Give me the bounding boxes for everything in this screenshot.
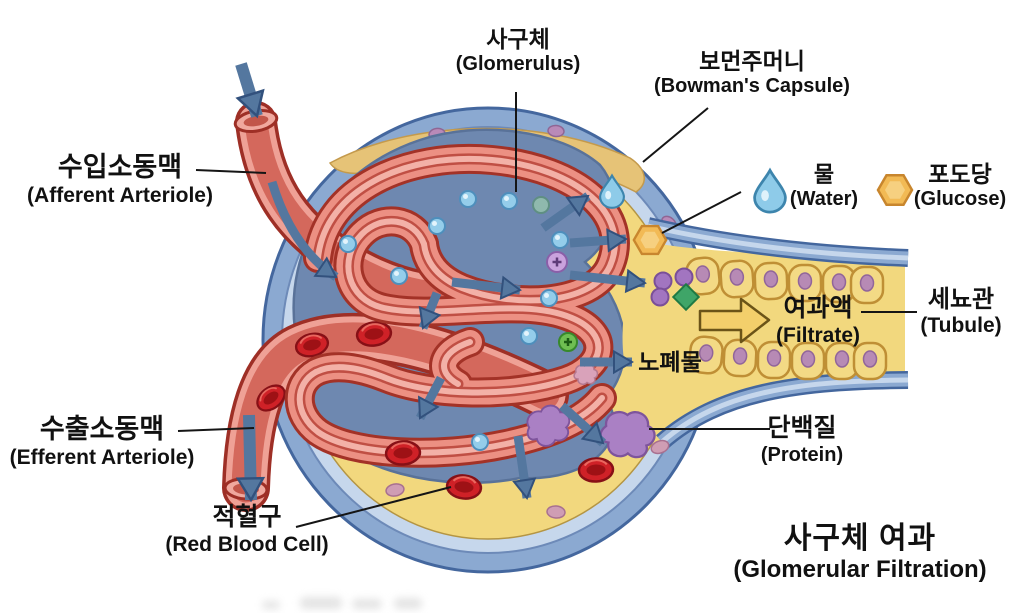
label-red-blood-cell: 적혈구 (Red Blood Cell): [165, 503, 329, 556]
watermark-smudge: [300, 597, 342, 609]
label-protein: 단백질 (Protein): [760, 414, 844, 466]
water-drop-icon: [753, 168, 787, 214]
filtration-particles: [339, 174, 701, 502]
waste-blob: [573, 363, 599, 386]
red-blood-cell: [577, 456, 615, 484]
label-bowmans-capsule: 보먼주머니 (Bowman's Capsule): [654, 48, 850, 98]
afferent-arteriole-vessel: [233, 108, 438, 293]
leader-lines: [177, 92, 917, 528]
legend-water: 물 (Water): [789, 162, 859, 210]
diagram-title: 사구체 여과 (Glomerular Filtration): [733, 522, 987, 584]
particle-diamond: [671, 282, 701, 312]
label-filtrate: 여과액 (Filtrate): [776, 294, 860, 347]
label-efferent-arteriole: 수출소동맥 (Efferent Arteriole): [9, 414, 195, 469]
watermark-smudge: [394, 598, 422, 609]
label-afferent-arteriole: 수입소동맥 (Afferent Arteriole): [27, 152, 213, 207]
label-tubule: 세뇨관 (Tubule): [920, 286, 1002, 338]
label-glomerulus: 사구체 (Glomerulus): [455, 26, 581, 76]
watermark-smudge: [262, 601, 280, 609]
filtrate-arrow: [698, 297, 771, 344]
charged-particle-icon: [558, 332, 578, 352]
particle: [532, 196, 550, 214]
legend-glucose: 포도당 (Glucose): [913, 161, 1007, 211]
red-blood-cell: [383, 439, 423, 467]
glucose-hexagon-icon: [632, 224, 668, 256]
watermark-smudge: [352, 599, 382, 609]
label-waste: 노폐물: [638, 349, 702, 375]
charged-particle-icon: [546, 251, 568, 273]
glucose-hexagon-icon: [876, 174, 914, 206]
